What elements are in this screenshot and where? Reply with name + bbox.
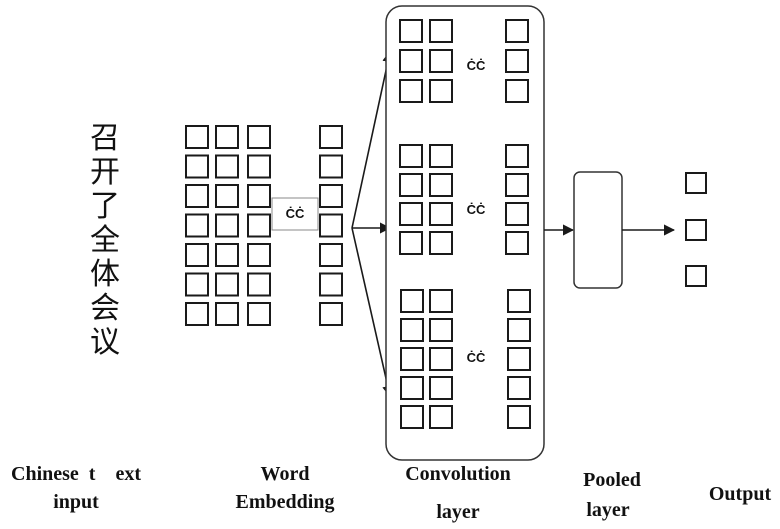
- conv-ellipsis-2: ĊĊ: [467, 202, 486, 217]
- output-node: [685, 172, 707, 194]
- embedding-cell: [185, 272, 209, 297]
- conv-cell: [505, 173, 529, 197]
- arrow-to-conv-3: [351, 227, 394, 398]
- conv-cell: [429, 49, 453, 73]
- conv-cell: [399, 19, 423, 43]
- conv-cell: [507, 347, 531, 371]
- embedding-cell: [319, 125, 343, 149]
- conv-ellipsis-1: ĊĊ: [467, 58, 486, 73]
- embedding-ellipsis-box: [271, 197, 319, 231]
- conv-cell: [399, 144, 423, 168]
- label-convolution-layer-line1: Convolution: [405, 463, 511, 485]
- output-node: [685, 219, 707, 241]
- embedding-cell: [247, 125, 271, 149]
- embedding-cell: [319, 302, 343, 326]
- conv-cell: [399, 202, 423, 226]
- conv-cell: [507, 318, 531, 342]
- embedding-cell: [247, 184, 271, 208]
- conv-cell: [400, 376, 424, 400]
- input-char: 议: [90, 325, 120, 360]
- embedding-cell: [215, 302, 239, 326]
- conv-cell: [400, 405, 424, 429]
- input-char: 体: [90, 257, 120, 292]
- embedding-ellipsis: ĊĊ: [286, 206, 305, 221]
- convolution-feature-maps: [399, 19, 531, 429]
- conv-cell: [429, 347, 453, 371]
- embedding-cell: [215, 154, 239, 179]
- conv-cell: [429, 231, 453, 255]
- input-char: 全: [90, 223, 120, 258]
- conv-cell: [505, 79, 529, 103]
- embedding-cell: [319, 243, 343, 267]
- embedding-cell: [247, 272, 271, 297]
- conv-cell: [429, 202, 453, 226]
- convolution-layer-panel: [385, 5, 545, 461]
- pooled-layer-box: [573, 171, 623, 289]
- embedding-cell: [319, 184, 343, 208]
- conv-cell: [429, 289, 453, 313]
- conv-cell: [505, 49, 529, 73]
- embedding-cell: [319, 154, 343, 179]
- embedding-cell: [215, 184, 239, 208]
- conv-cell: [507, 289, 531, 313]
- embedding-cell: [247, 154, 271, 179]
- embedding-cell: [319, 213, 343, 238]
- embedding-cell: [185, 302, 209, 326]
- conv-cell: [429, 173, 453, 197]
- conv-cell: [399, 231, 423, 255]
- embedding-cell: [185, 243, 209, 267]
- label-output: Output: [709, 483, 772, 505]
- label-pooled-layer-line1: Pooled: [583, 469, 641, 491]
- conv-cell: [429, 79, 453, 103]
- embedding-cell: [185, 213, 209, 238]
- conv-cell: [505, 231, 529, 255]
- arrow-to-conv-1: [351, 50, 394, 229]
- conv-cell: [429, 376, 453, 400]
- conv-cell: [399, 173, 423, 197]
- embedding-cell: [247, 302, 271, 326]
- chinese-text-column: 召 开 了 全 体 会 议: [90, 121, 120, 360]
- conv-cell: [400, 347, 424, 371]
- embedding-cell: [185, 154, 209, 179]
- embedding-cell: [185, 125, 209, 149]
- output-nodes: [685, 172, 707, 287]
- input-char: 了: [90, 189, 120, 224]
- label-convolution-layer-line2: layer: [436, 501, 479, 523]
- conv-cell: [505, 144, 529, 168]
- conv-cell: [399, 79, 423, 103]
- conv-cell: [505, 202, 529, 226]
- embedding-cell: [247, 213, 271, 238]
- label-word-embedding-line2: Embedding: [236, 491, 335, 513]
- conv-ellipsis-3: ĊĊ: [467, 350, 486, 365]
- conv-cell: [507, 376, 531, 400]
- embedding-cell: [215, 272, 239, 297]
- conv-cell: [429, 318, 453, 342]
- embedding-cell: [247, 243, 271, 267]
- conv-cell: [429, 144, 453, 168]
- embedding-cell: [215, 243, 239, 267]
- label-word-embedding-line1: Word: [261, 463, 310, 485]
- embedding-cell: [319, 272, 343, 297]
- conv-cell: [505, 19, 529, 43]
- conv-cell: [400, 289, 424, 313]
- label-pooled-layer-line2: layer: [586, 499, 629, 521]
- conv-cell: [429, 19, 453, 43]
- word-embedding-matrix: [185, 125, 343, 326]
- conv-cell: [399, 49, 423, 73]
- input-char: 会: [90, 291, 120, 326]
- output-node: [685, 265, 707, 287]
- conv-cell: [400, 318, 424, 342]
- conv-cell: [429, 405, 453, 429]
- embedding-cell: [215, 213, 239, 238]
- input-char: 召: [90, 121, 120, 156]
- embedding-cell: [185, 184, 209, 208]
- label-chinese-text-input-line1: Chinese t ext: [11, 463, 141, 485]
- input-char: 开: [90, 155, 120, 190]
- label-chinese-text-input-line2: input: [53, 491, 99, 513]
- conv-cell: [507, 405, 531, 429]
- embedding-cell: [215, 125, 239, 149]
